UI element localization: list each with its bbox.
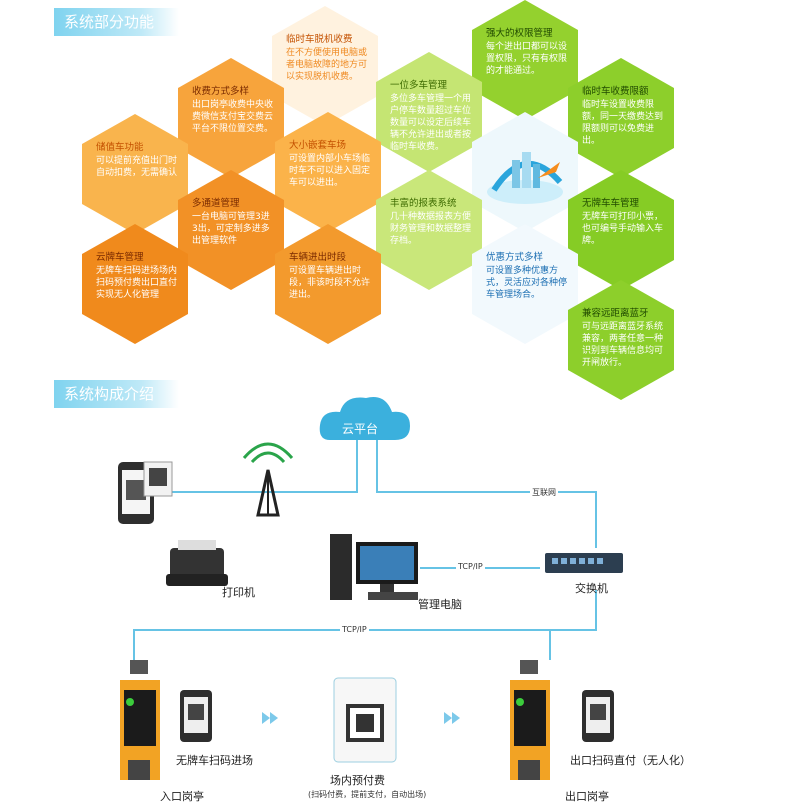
feature-body: 多位多车管理一个用户停车数量超过车位数量可以设定后续车辆不允许进出或者按临时车收… [390,94,472,152]
phone-qr-icon [582,690,614,742]
feature-body: 无牌车扫码进场场内扫码预付费出口直付实现无人化管理 [96,266,178,300]
prepay-note: (扫码付费，提前支付，自动出场) [308,790,427,799]
qr-stand-icon [333,677,397,763]
features-section-title: 系统部分功能 [54,8,179,36]
feature-hex-plateless: 无牌车车管理无牌车可打印小票，也可编号手动输入车牌。 [568,170,674,290]
switch-label: 交换机 [575,582,608,595]
exit-pay-label: 出口扫码直付（无人化） [570,754,691,767]
feature-title: 一位多车管理 [390,80,448,91]
antenna-tower-icon [242,442,294,517]
feature-body: 可设置车辆进出时段，非该时段不允许进出。 [289,266,371,300]
feature-title: 丰富的报表系统 [390,198,457,209]
feature-body: 在不方便使用电脑或者电脑故障的地方可以实现脱机收费。 [286,48,368,82]
feature-body: 无牌车可打印小票，也可编号手动输入车牌。 [582,212,664,246]
computer-icon [330,534,418,600]
feature-title: 云牌车管理 [96,252,144,263]
feature-hex-fee-limit: 临时车收费限额临时车设置收费限额，同一天缴费达到限额则可以免费进出。 [568,58,674,178]
tcpip-label: TCP/IP [340,625,369,634]
entry-gate-label: 入口岗亭 [160,790,204,803]
exit-terminal-icon [510,660,550,780]
composition-section-title: 系统构成介绍 [54,380,179,408]
phone-qr-icon [118,461,173,524]
printer-label: 打印机 [222,586,255,599]
entry-terminal-icon [120,660,160,780]
feature-body: 可设置内部小车场临时车不可以进入固定车可以进出。 [289,154,371,188]
feature-title: 大小嵌套车场 [289,140,347,151]
prepay-label: 场内预付费 [330,774,385,787]
city-graphic-icon [487,152,563,204]
feature-title: 储值车功能 [96,142,144,153]
cloud-label: 云平台 [342,422,379,436]
feature-hex-bluetooth: 兼容远距离蓝牙可与远距离蓝牙系统兼容，两者任意一种识别到车辆信息均可开闸放行。 [568,280,674,400]
network-switch-icon [545,553,623,573]
feature-body: 每个进出口都可以设置权限，只有有权限的才能通过。 [486,42,568,76]
feature-title: 多通道管理 [192,198,240,209]
exit-gate-label: 出口岗亭 [565,790,609,803]
feature-title: 车辆进出时段 [289,252,347,263]
pc-label: 管理电脑 [418,598,462,611]
feature-body: 可设置多种优惠方式，灵活应对各种停车管理场合。 [486,266,568,300]
internet-label: 互联网 [530,487,558,498]
feature-title: 兼容远距离蓝牙 [582,308,649,319]
feature-body: 临时车设置收费限额，同一天缴费达到限额则可以免费进出。 [582,100,664,146]
feature-title: 优惠方式多样 [486,252,544,263]
feature-title: 临时车收费限额 [582,86,649,97]
feature-title: 强大的权限管理 [486,28,553,39]
phone-qr-icon [180,690,212,742]
feature-body: 出口岗亭收费中央收费微信支付宝交费云平台不限位置交费。 [192,100,274,134]
feature-body: 一台电脑可管理3进3出，可定制多进多出管理软件 [192,212,270,246]
cloud-platform-icon [319,396,410,440]
feature-body: 可以提前充值出门时自动扣费，无需确认 [96,156,178,178]
feature-title: 收费方式多样 [192,86,250,97]
printer-icon [166,540,228,586]
feature-body: 可与远距离蓝牙系统兼容，两者任意一种识别到车辆信息均可开闸放行。 [582,322,664,368]
feature-body: 几十种数据报表方便财务管理和数据整理存档。 [390,212,472,246]
tcpip-label: TCP/IP [456,562,485,571]
entry-scan-label: 无牌车扫码进场 [176,754,253,767]
feature-title: 无牌车车管理 [582,198,640,209]
flow-arrow-icon [262,712,460,724]
feature-title: 临时车脱机收费 [286,34,353,45]
